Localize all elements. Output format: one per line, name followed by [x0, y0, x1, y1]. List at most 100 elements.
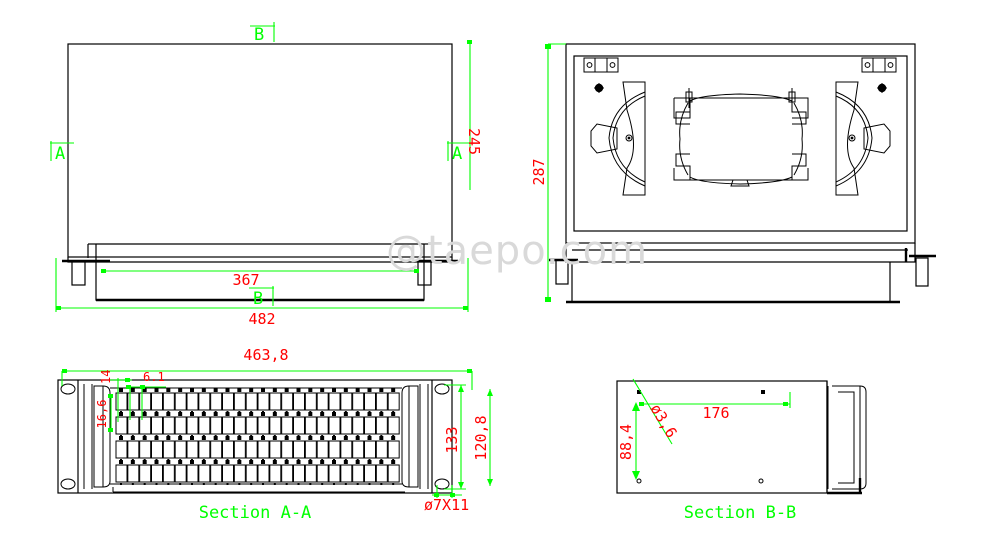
adapter-port-dot	[321, 483, 324, 485]
adapter-port-marker	[284, 388, 289, 392]
adapter-port	[328, 392, 341, 411]
adapter-port-dot	[131, 483, 134, 485]
adapter-port	[210, 392, 223, 411]
adapter-port-marker	[119, 388, 123, 392]
adapter-port-marker	[308, 388, 313, 392]
adapter-port	[186, 464, 199, 483]
adapter-port-marker	[130, 436, 135, 440]
dimension-367-value: 367	[232, 271, 259, 289]
adapter-port	[257, 392, 270, 411]
section-aa-label: Section A-A	[199, 503, 312, 523]
adapter-port	[281, 440, 294, 459]
adapter-port-marker	[154, 436, 159, 440]
adapter-port-marker	[379, 412, 384, 416]
dimension-88-4: 88,4	[617, 402, 640, 480]
adapter-port-dot	[143, 483, 146, 485]
adapter-port-marker	[154, 460, 159, 464]
adapter-port-dot	[344, 483, 347, 485]
adapter-port	[257, 464, 270, 483]
adapter-port-dot	[368, 483, 371, 485]
adapter-port-marker	[308, 436, 313, 440]
adapter-port-marker	[343, 436, 348, 440]
adapter-port	[328, 416, 341, 435]
section-bb-label: Section B-B	[684, 503, 797, 523]
adapter-port-marker	[213, 436, 218, 440]
adapter-port	[364, 464, 376, 483]
adapter-port-grid	[115, 388, 400, 485]
adapter-port-marker	[142, 460, 147, 464]
dimension-88-4-value: 88,4	[617, 424, 635, 460]
adapter-port-marker	[166, 436, 171, 440]
adapter-port-marker	[379, 460, 384, 464]
adapter-port	[245, 464, 258, 483]
adapter-port-marker	[225, 388, 230, 392]
adapter-port-marker	[249, 412, 254, 416]
adapter-port	[364, 392, 376, 411]
adapter-port	[198, 416, 211, 435]
adapter-port-marker	[249, 436, 254, 440]
adapter-port-marker	[272, 460, 277, 464]
adapter-port-marker	[343, 412, 348, 416]
adapter-port-marker	[237, 460, 242, 464]
adapter-port	[245, 440, 258, 459]
adapter-port	[186, 392, 199, 411]
dimension-6-1: 6.1	[126, 370, 166, 420]
adapter-port	[139, 392, 152, 411]
dimension-hole-value: ø7X11	[424, 496, 469, 514]
adapter-port-marker	[343, 388, 348, 392]
adapter-port	[316, 416, 329, 435]
adapter-port	[269, 440, 282, 459]
adapter-port	[222, 440, 234, 459]
section-marker-a-left-label: A	[55, 144, 65, 164]
adapter-port-marker	[154, 412, 159, 416]
adapter-port	[352, 464, 365, 483]
adapter-port	[328, 440, 341, 459]
adapter-port	[115, 464, 128, 483]
section-marker-b-top-label: B	[254, 25, 264, 45]
adapter-port	[198, 392, 211, 411]
adapter-port	[210, 416, 223, 435]
adapter-port-dot	[333, 483, 335, 485]
adapter-port	[115, 440, 128, 459]
adapter-port-marker	[261, 436, 265, 440]
adapter-port	[222, 464, 234, 483]
adapter-port-marker	[332, 460, 336, 464]
adapter-port	[293, 464, 305, 483]
adapter-port	[222, 392, 234, 411]
dimension-482-value: 482	[248, 310, 275, 328]
adapter-port	[257, 440, 270, 459]
adapter-port-marker	[178, 388, 183, 392]
adapter-port-marker	[130, 388, 135, 392]
rear-terminal-block-left	[583, 57, 619, 73]
adapter-port	[316, 392, 329, 411]
section-marker-a-right: A	[447, 141, 471, 164]
adapter-port-marker	[367, 412, 372, 416]
adapter-port-marker	[201, 436, 206, 440]
dimension-120-8-value: 120,8	[472, 415, 490, 460]
dimension-482: 482	[55, 258, 469, 328]
adapter-port	[387, 440, 400, 459]
adapter-port-dot	[167, 483, 170, 485]
adapter-port	[293, 416, 305, 435]
adapter-port-marker	[213, 388, 218, 392]
adapter-port	[162, 392, 175, 411]
adapter-port	[375, 440, 388, 459]
adapter-port-marker	[320, 436, 325, 440]
adapter-port	[293, 392, 305, 411]
adapter-port	[352, 392, 365, 411]
adapter-port	[222, 416, 234, 435]
adapter-port-marker	[296, 388, 301, 392]
adapter-port	[186, 440, 199, 459]
adapter-port-marker	[213, 460, 218, 464]
adapter-port	[151, 440, 163, 459]
section-bb-view: 176 88,4 ø3,6 Section B-B	[616, 378, 867, 523]
adapter-port-dot	[202, 483, 205, 485]
dimension-hole-callout: ø7X11	[424, 485, 469, 514]
dimension-133: 133	[443, 384, 466, 490]
front-view: B A A B	[50, 22, 483, 328]
adapter-port	[162, 464, 175, 483]
adapter-port	[340, 416, 353, 435]
dimension-287-value: 287	[530, 158, 548, 185]
